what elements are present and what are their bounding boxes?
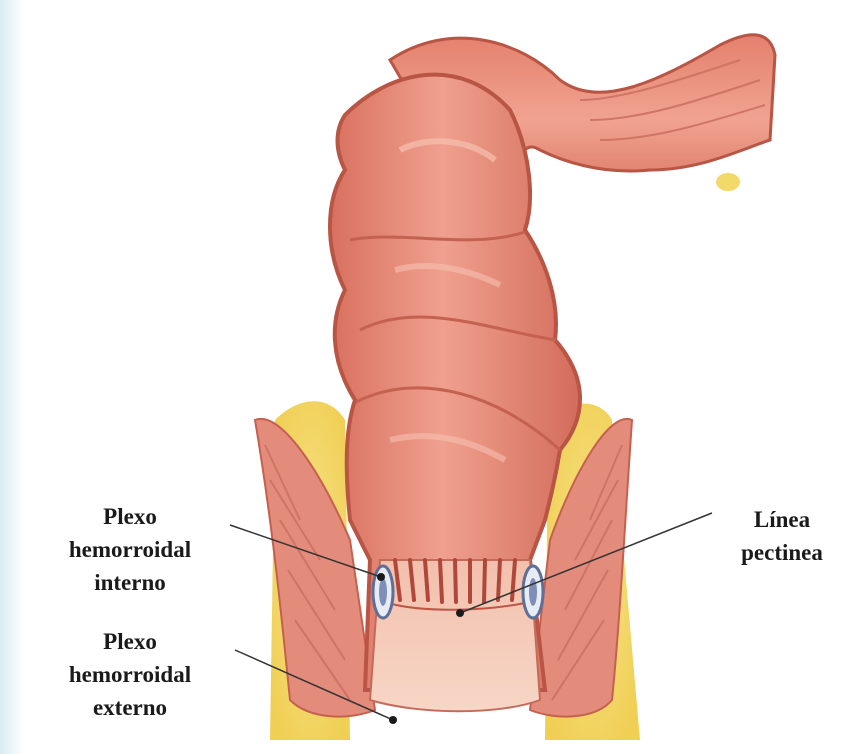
fat-appendage bbox=[716, 173, 740, 191]
anal-canal bbox=[370, 560, 540, 711]
label-internal-plexus-line3: interno bbox=[30, 566, 230, 599]
label-external-plexus: Plexo hemorroidal externo bbox=[30, 625, 230, 724]
label-pectinate-line2: pectinea bbox=[712, 536, 852, 569]
label-internal-plexus: Plexo hemorroidal interno bbox=[30, 500, 230, 599]
label-external-plexus-line2: hemorroidal bbox=[30, 658, 230, 691]
label-pectinate-line1: Línea bbox=[712, 503, 852, 536]
background-edge bbox=[0, 0, 24, 754]
label-internal-plexus-line2: hemorroidal bbox=[30, 533, 230, 566]
label-external-plexus-line1: Plexo bbox=[30, 625, 230, 658]
label-pectinate-line: Línea pectinea bbox=[712, 503, 852, 569]
label-external-plexus-line3: externo bbox=[30, 691, 230, 724]
label-internal-plexus-line1: Plexo bbox=[30, 500, 230, 533]
